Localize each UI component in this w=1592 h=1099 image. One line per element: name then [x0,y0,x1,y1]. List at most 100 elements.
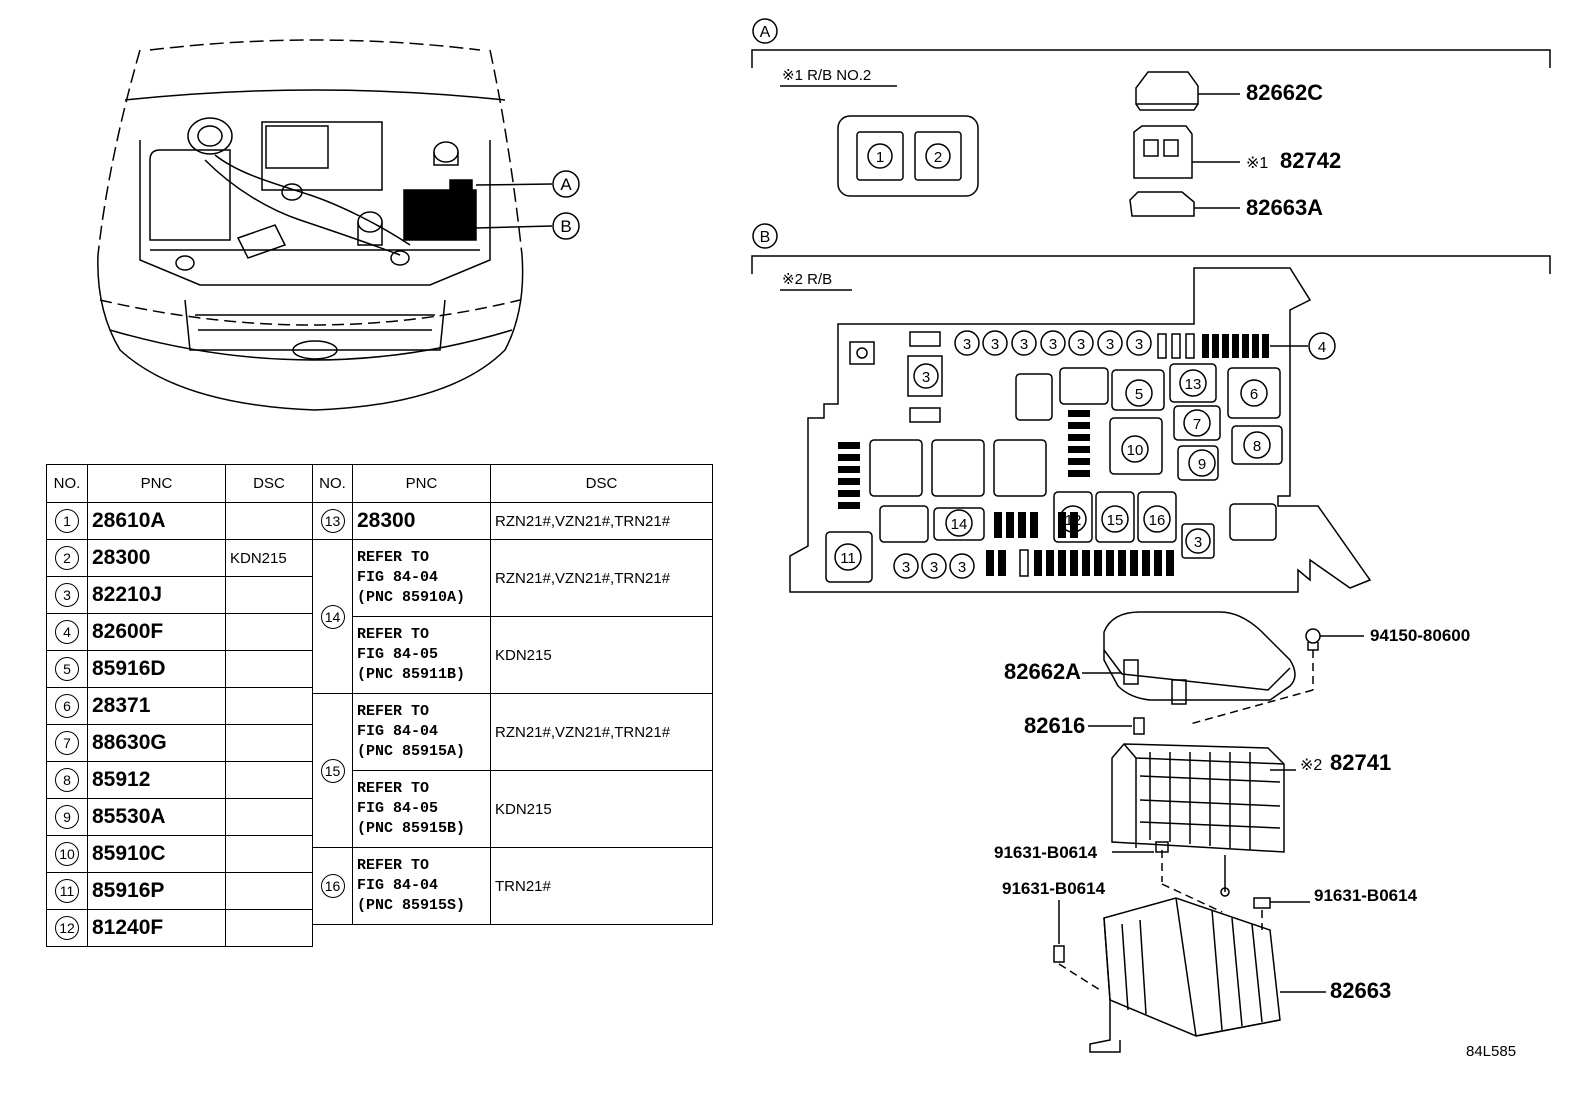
row-dsc [225,872,313,910]
header-dsc: DSC [225,464,313,503]
slot-3g: 3 [1135,336,1143,353]
part-label-82662c: 82662C [1246,80,1323,105]
row-dsc: KDN215 [225,539,313,577]
table-row: 12 81240F [46,909,313,947]
slot-3c: 3 [1020,336,1028,353]
row-dsc [225,798,313,836]
section-b-marker: B [760,229,771,246]
row-dsc [225,650,313,688]
header-pnc: PNC [352,464,491,503]
part-label-82663a: 82663A [1246,195,1323,220]
row-dsc: KDN215 [490,770,713,848]
row-dsc [225,576,313,614]
slot-10: 10 [1127,442,1144,459]
part-label-91631-b0614-c: 91631-B0614 [1314,886,1418,905]
table-row: 15 REFER TO FIG 84-04 (PNC 85915A) RZN21… [312,693,713,848]
engine-bay-illustration: A B [97,39,580,411]
slot-13: 13 [1185,376,1202,393]
row-no: 8 [55,768,79,792]
row-dsc [225,724,313,762]
row-pnc: 85916D [87,650,226,688]
part-prefix-82741: ※2 [1300,757,1322,774]
row-dsc [225,761,313,799]
row-dsc [225,687,313,725]
slot-3i: 3 [1194,534,1202,551]
section-a-marker: A [760,24,771,41]
row-pnc: 85912 [87,761,226,799]
part-label-91631-b0614-a: 91631-B0614 [994,843,1098,862]
header-dsc: DSC [490,464,713,503]
section-b: B ※2 R/B [751,223,1551,1053]
row-no: 3 [55,583,79,607]
table-row: 5 85916D [46,650,313,688]
row-dsc: TRN21# [490,847,713,925]
row-no: 15 [320,758,345,783]
relay-cell-1: 1 [876,149,884,166]
table-row: 1 28610A [46,502,313,540]
row-pnc: 85530A [87,798,226,836]
slot-3d: 3 [1049,336,1057,353]
table-row: 14 REFER TO FIG 84-04 (PNC 85910A) RZN21… [312,539,713,694]
table-row: 8 85912 [46,761,313,799]
row-no: 13 [320,509,345,533]
table-row: 11 85916P [46,872,313,910]
slot-15: 15 [1107,512,1124,529]
slot-8: 8 [1253,438,1261,455]
slot-3h: 3 [922,369,930,386]
row-no: 14 [320,604,345,629]
part-label-82741: 82741 [1330,750,1391,775]
slot-12: 12 [1065,512,1082,529]
row-dsc: RZN21#,VZN21#,TRN21# [490,502,713,540]
row-dsc [225,909,313,947]
row-dsc [225,502,313,540]
row-no: 6 [55,694,79,718]
row-pnc: REFER TO FIG 84-04 (PNC 85910A) [352,539,491,617]
table-header: NO. PNC DSC [312,464,713,503]
slot-circles [834,330,1271,579]
row-pnc: 81240F [87,909,226,947]
row-no: 12 [55,916,79,940]
row-pnc: 85916P [87,872,226,910]
slot-3b: 3 [991,336,999,353]
row-pnc: REFER TO FIG 84-04 (PNC 85915A) [352,693,491,771]
part-prefix-82742: ※1 [1246,155,1268,172]
slot-3l: 3 [930,559,938,576]
section-a-title: ※1 R/B NO.2 [782,67,871,84]
row-no: 10 [55,842,79,866]
relay-cell-2: 2 [934,149,942,166]
row-pnc: 82210J [87,576,226,614]
row-no: 11 [55,879,79,903]
row-no: 5 [55,657,79,681]
row-dsc: RZN21#,VZN21#,TRN21# [490,539,713,617]
row-pnc: 82600F [87,613,226,651]
table-row: 6 28371 [46,687,313,725]
table-row: 3 82210J [46,576,313,614]
part-label-82662a: 82662A [1004,659,1081,684]
part-label-91631-b0614-b: 91631-B0614 [1002,879,1106,898]
figure-code: 84L585 [1466,1043,1516,1060]
row-pnc: REFER TO FIG 84-04 (PNC 85915S) [352,847,491,925]
slot-3k: 3 [902,559,910,576]
row-no: 1 [55,509,79,533]
slot-14: 14 [951,516,968,533]
callout-b-label: B [560,217,571,236]
row-pnc: 28610A [87,502,226,540]
section-b-title: ※2 R/B [782,271,832,288]
table-row: 16 REFER TO FIG 84-04 (PNC 85915S) TRN21… [312,847,713,925]
row-pnc: 28300 [352,502,491,540]
slot-5: 5 [1135,386,1143,403]
part-label-82616: 82616 [1024,713,1085,738]
row-pnc: REFER TO FIG 84-05 (PNC 85915B) [352,770,491,848]
slot-7: 7 [1193,416,1201,433]
parts-table-right: NO. PNC DSC 13 28300 RZN21#,VZN21#,TRN21… [312,464,713,925]
row-no: 16 [320,874,345,898]
slot-3f: 3 [1106,336,1114,353]
table-row: REFER TO FIG 84-05 (PNC 85911B) KDN215 [313,616,713,694]
slot-6: 6 [1250,386,1258,403]
row-pnc: 28371 [87,687,226,725]
row-pnc: REFER TO FIG 84-05 (PNC 85911B) [352,616,491,694]
